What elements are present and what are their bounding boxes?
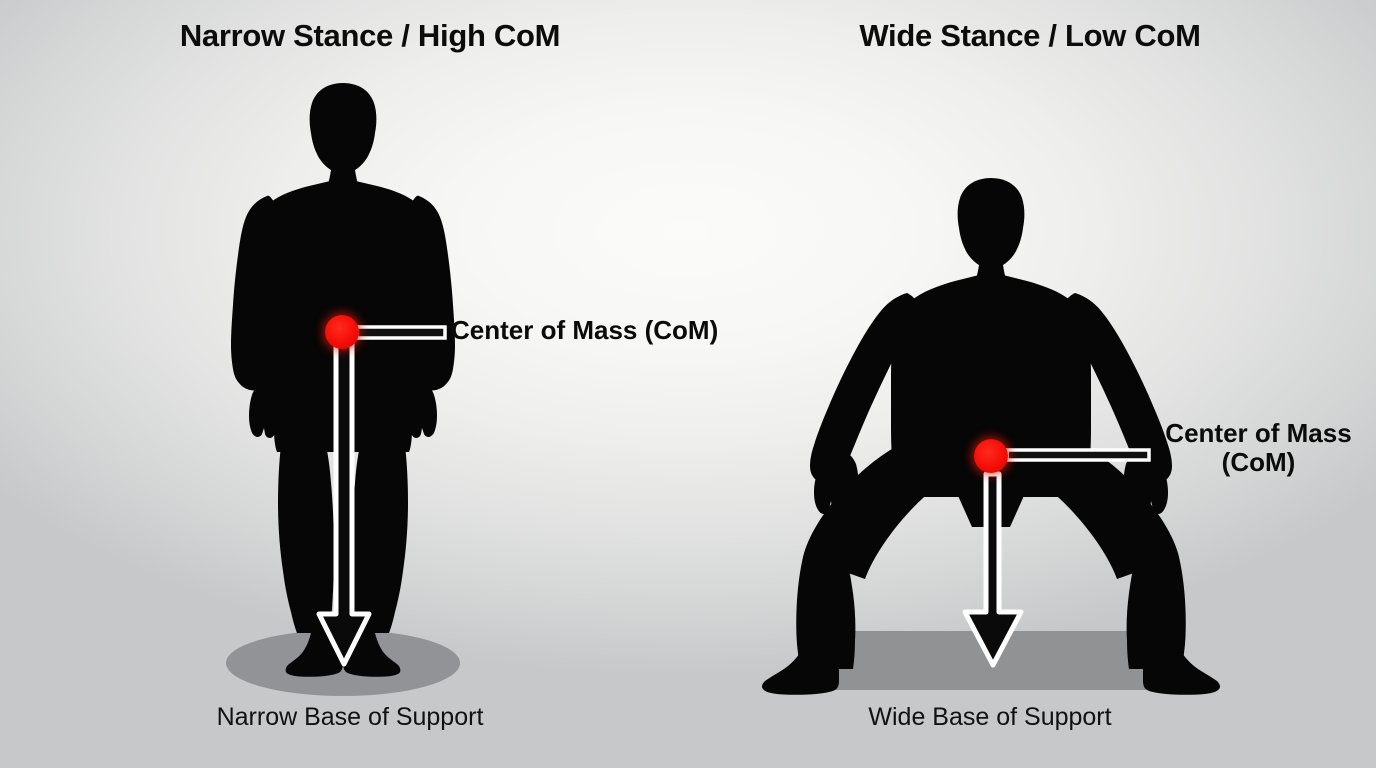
base-of-support-rectangle <box>784 631 1192 690</box>
gravity-arrow-left <box>316 334 372 667</box>
com-callout-left-line1: Center of Mass (CoM) <box>451 315 719 345</box>
base-of-support-ellipse <box>226 630 460 696</box>
com-dot-right <box>974 439 1008 473</box>
leader-line-left <box>355 325 447 340</box>
com-dot-left <box>325 315 359 349</box>
gravity-arrow-right <box>962 471 1024 668</box>
com-callout-right-line1: Center of Mass <box>1165 418 1352 448</box>
panel-caption-left: Narrow Base of Support <box>216 703 484 731</box>
leader-line-right <box>1005 448 1151 462</box>
com-callout-right-line2: (CoM) <box>1221 447 1296 478</box>
panel-caption-right: Wide Base of Support <box>868 703 1112 731</box>
panel-title-left: Narrow Stance / High CoM <box>179 18 561 53</box>
com-callout-left: Center of Mass (CoM) <box>451 315 719 345</box>
silhouette-narrow <box>231 83 455 677</box>
com-callout-right: Center of Mass (CoM) <box>1151 418 1366 478</box>
panel-title-right: Wide Stance / Low CoM <box>859 18 1201 53</box>
